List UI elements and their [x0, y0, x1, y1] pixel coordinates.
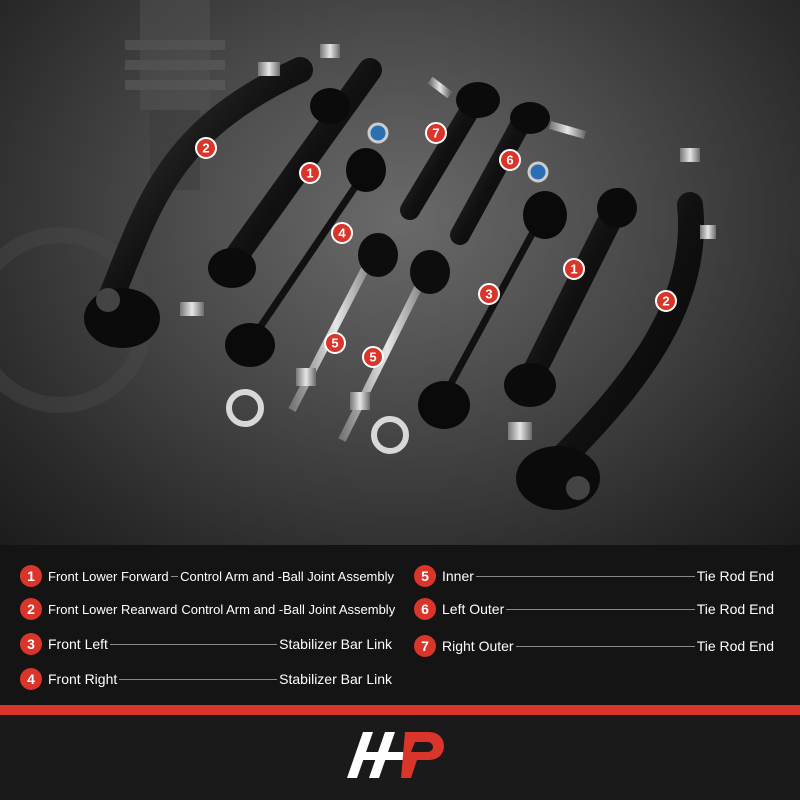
svg-text:5: 5 [331, 336, 338, 351]
legend-number: 5 [414, 565, 436, 587]
control-arm-rearward-left [84, 57, 313, 348]
legend-item: 2 Front Lower Rearward Control Arm and -… [20, 597, 396, 621]
legend-label: Left Outer [442, 601, 505, 617]
legend-number: 3 [20, 633, 42, 655]
legend-number: 2 [20, 598, 42, 620]
legend-number: 6 [414, 598, 436, 620]
legend-number: 1 [20, 565, 42, 587]
photo-badge: 2 [195, 137, 217, 159]
svg-text:7: 7 [432, 126, 439, 141]
legend-divider [506, 608, 695, 610]
svg-text:6: 6 [506, 153, 513, 168]
photo-badge: 4 [331, 222, 353, 244]
tie-rod-inner-right [338, 250, 450, 442]
legend-part: Stabilizer Bar Link [279, 671, 392, 687]
suspension-kit-image: 2 1 4 7 6 3 1 2 5 5 [0, 0, 716, 510]
control-arm-rearward-right [516, 192, 716, 510]
legend-divider [475, 575, 695, 577]
legend-item: 4 Front Right Stabilizer Bar Link [20, 667, 392, 691]
legend-item: 1 Front Lower Forward Control Arm and -B… [20, 564, 394, 588]
control-arm-forward-left [208, 44, 382, 288]
product-photo: 2 1 4 7 6 3 1 2 5 5 [0, 0, 800, 545]
svg-text:1: 1 [570, 262, 577, 277]
photo-badge: 7 [425, 122, 447, 144]
legend-part: Control Arm and -Ball Joint Assembly [180, 568, 394, 584]
svg-text:4: 4 [338, 226, 346, 241]
tie-rod-end-left-outer [450, 102, 587, 245]
legend-item: 3 Front Left Stabilizer Bar Link [20, 632, 392, 656]
legend-divider [119, 678, 278, 680]
legend-label: Front Left [48, 636, 108, 652]
legend-label: Inner [442, 568, 474, 584]
svg-text:2: 2 [662, 294, 669, 309]
photo-badge: 5 [362, 346, 384, 368]
legend-part: Control Arm and -Ball Joint Assembly [181, 601, 396, 617]
parts-legend: 1 Front Lower Forward Control Arm and -B… [0, 548, 800, 708]
tie-rod-end-right-outer [400, 76, 500, 220]
svg-text:5: 5 [369, 350, 376, 365]
stabilizer-link-right [180, 122, 389, 367]
stabilizer-link-left [418, 161, 567, 440]
control-arm-forward-right [504, 148, 700, 407]
legend-number: 4 [20, 668, 42, 690]
photo-badge: 2 [655, 290, 677, 312]
legend-number: 7 [414, 635, 436, 657]
legend-divider [515, 645, 695, 647]
accent-bar [0, 705, 800, 715]
legend-label: Front Right [48, 671, 118, 687]
svg-text:2: 2 [202, 141, 209, 156]
svg-text:3: 3 [485, 287, 492, 302]
legend-part: Tie Rod End [696, 638, 774, 654]
photo-badge: 3 [478, 283, 500, 305]
legend-part: Stabilizer Bar Link [279, 636, 392, 652]
legend-label: Front Lower Forward [48, 568, 169, 584]
tie-rod-inner-left [288, 233, 398, 412]
lock-washer [226, 389, 264, 427]
svg-text:1: 1 [306, 166, 313, 181]
legend-part: Tie Rod End [696, 568, 774, 584]
photo-badge: 1 [299, 162, 321, 184]
legend-part: Tie Rod End [696, 601, 774, 617]
legend-item: 6 Left Outer Tie Rod End [414, 597, 774, 621]
lock-washer [371, 416, 409, 454]
legend-label: Right Outer [442, 638, 514, 654]
legend-label: Front Lower Rearward [48, 601, 178, 617]
legend-divider [170, 575, 179, 577]
legend-item: 5 Inner Tie Rod End [414, 564, 774, 588]
photo-badge: 6 [499, 149, 521, 171]
legend-divider [109, 643, 278, 645]
a-premium-logo-icon [347, 732, 444, 778]
photo-badge: 1 [563, 258, 585, 280]
legend-item: 7 Right Outer Tie Rod End [414, 634, 774, 658]
photo-badge: 5 [324, 332, 346, 354]
